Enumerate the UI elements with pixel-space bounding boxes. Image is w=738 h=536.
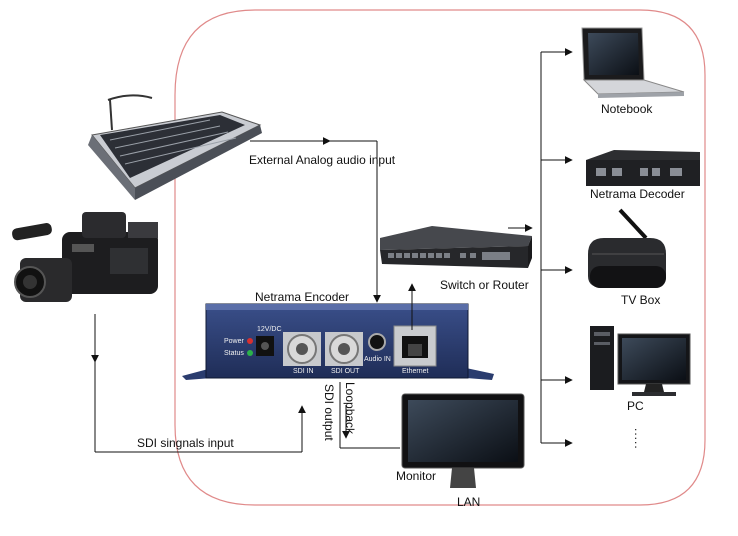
encoder-label: Netrama Encoder — [255, 290, 350, 304]
switch-router-icon — [380, 226, 532, 268]
monitor-label: Monitor — [396, 469, 437, 483]
encoder-status-label: Status — [224, 350, 244, 357]
monitor-icon — [401, 393, 525, 488]
notebook-label: Notebook — [601, 102, 653, 116]
external-audio-label: External Analog audio input — [249, 153, 396, 167]
audio-mixer-icon — [88, 94, 262, 200]
decoder-label: Netrama Decoder — [590, 187, 685, 201]
encoder-sdi-in-label: SDI IN — [293, 368, 314, 375]
loopback-label: Loopback — [343, 382, 357, 435]
tv-box-label: TV Box — [621, 293, 661, 307]
encoder-audio-in-label: Audio IN — [364, 356, 391, 363]
lan-boundary — [174, 9, 706, 506]
encoder-power-label: Power — [224, 338, 244, 345]
encoder-dc-label: 12V/DC — [257, 326, 282, 333]
notebook-icon — [581, 27, 685, 98]
encoder-device — [182, 303, 494, 380]
encoder-ethernet-label: Ethernet — [402, 368, 429, 375]
tv-box-icon — [588, 208, 666, 288]
sdi-output-label: SDI output — [322, 384, 336, 441]
lan-label: LAN — [457, 495, 481, 509]
switch-router-label: Switch or Router — [440, 278, 529, 292]
video-camera-icon — [12, 212, 158, 302]
decoder-icon — [586, 150, 700, 186]
encoder-sdi-out-label: SDI OUT — [331, 368, 360, 375]
connections — [91, 48, 573, 453]
pc-icon — [590, 326, 691, 396]
pc-label: PC — [627, 399, 644, 413]
more-devices-ellipsis: ..... — [632, 428, 646, 450]
sdi-input-label: SDI singnals input — [137, 436, 234, 450]
